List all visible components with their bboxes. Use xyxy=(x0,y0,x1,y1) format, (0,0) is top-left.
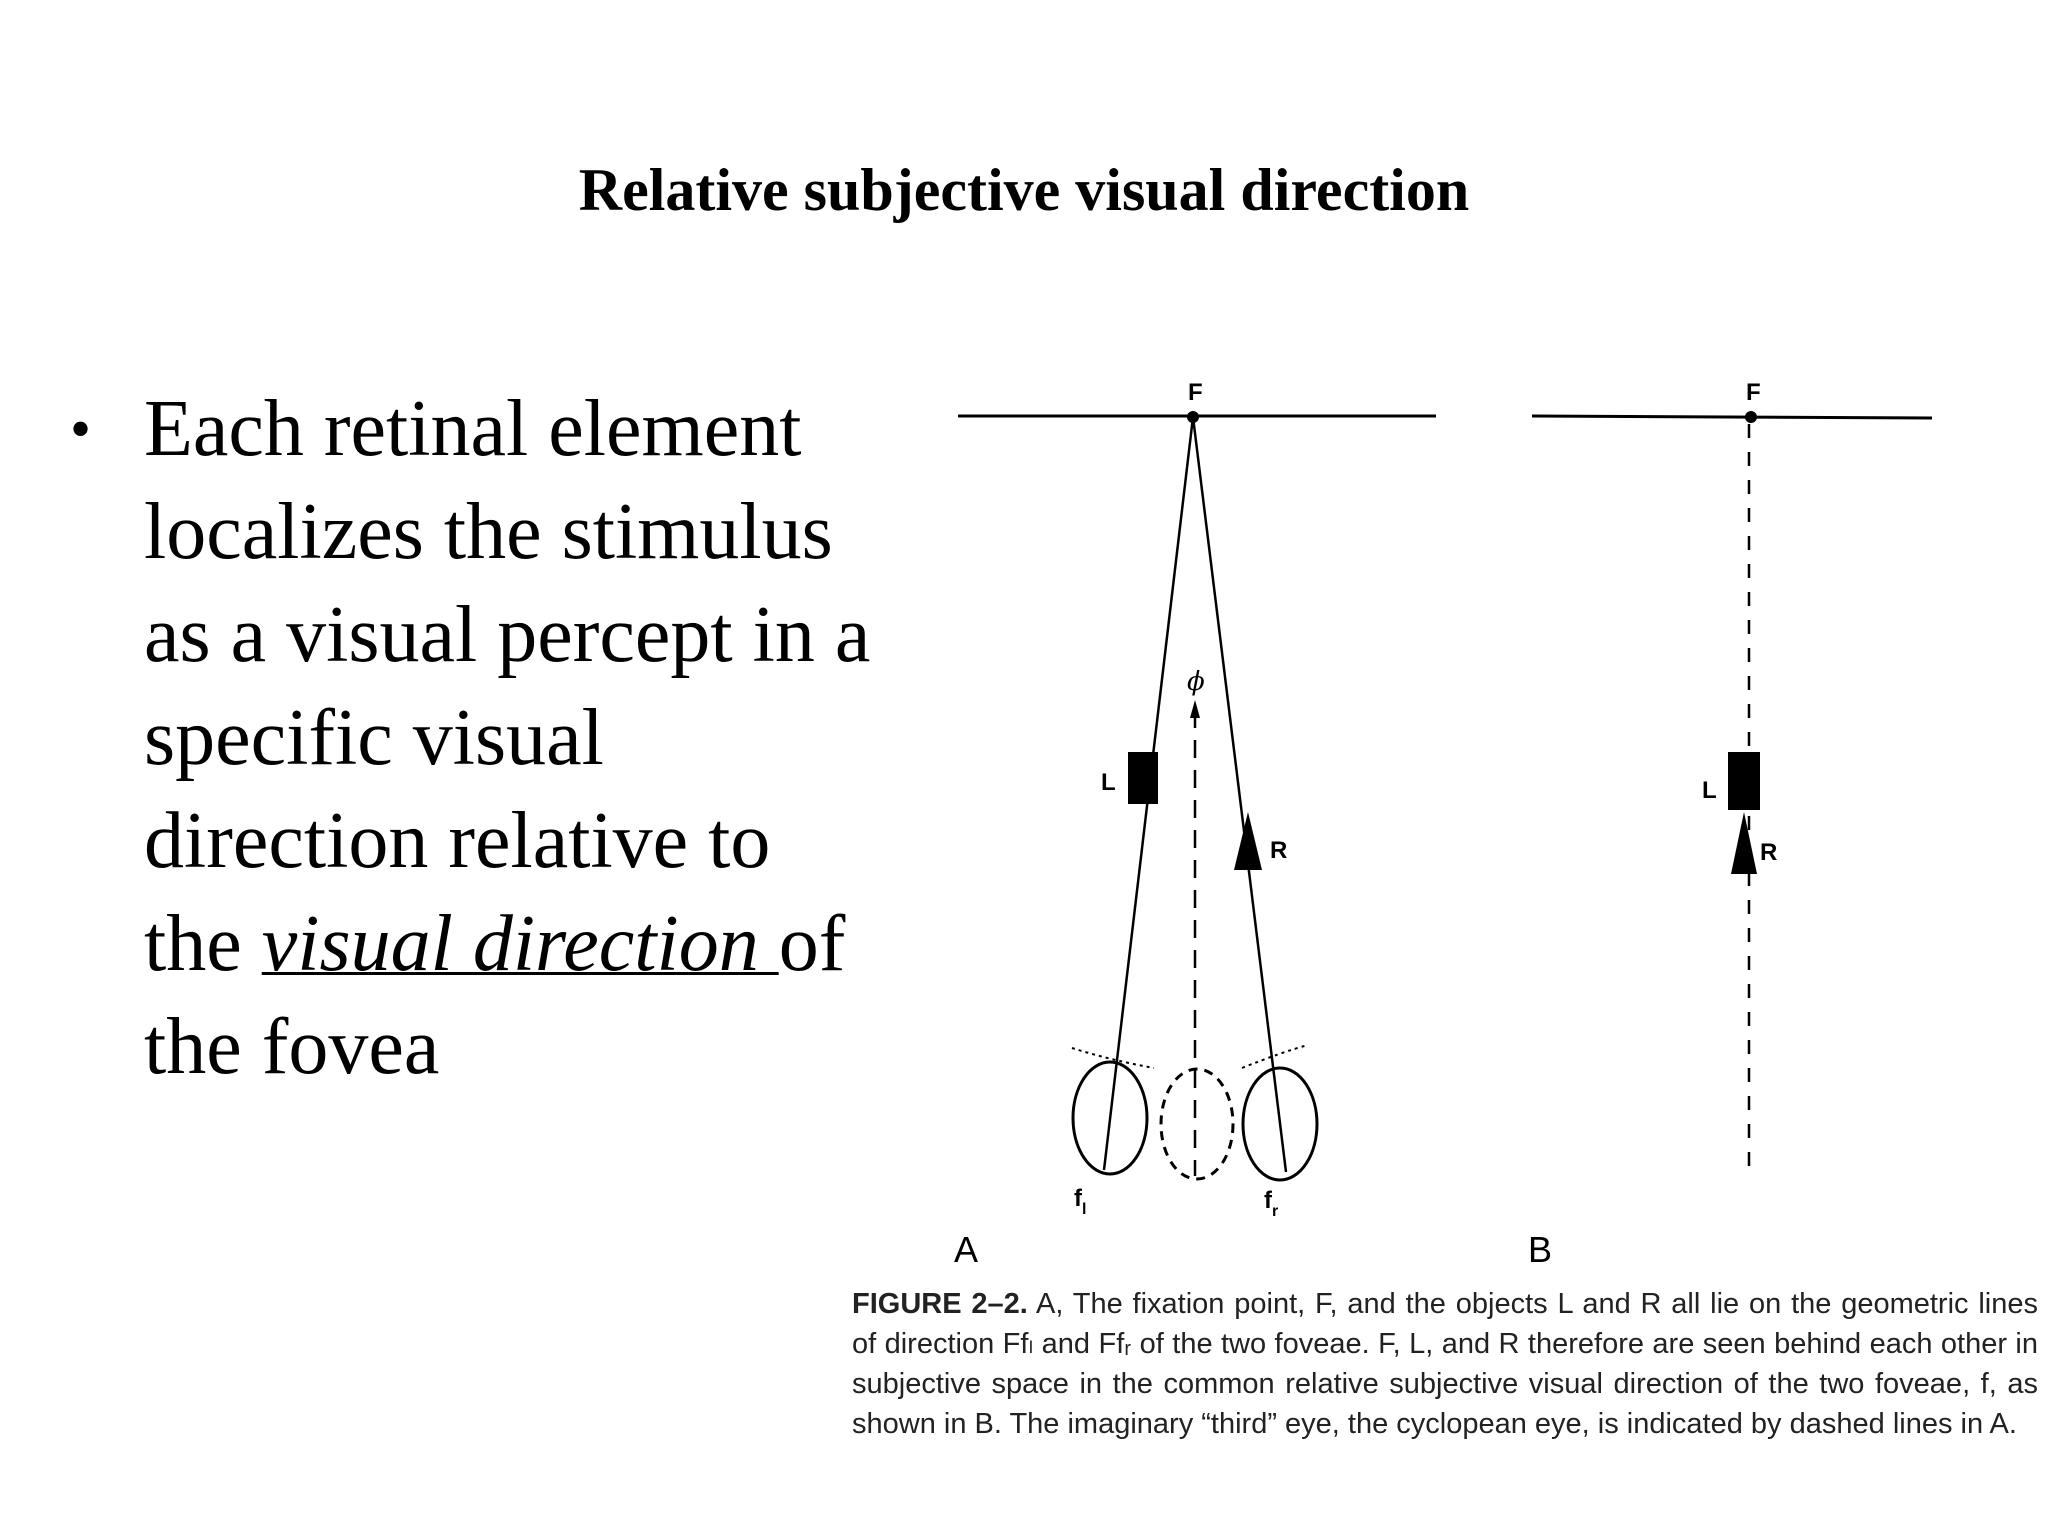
right-eye-plane xyxy=(1241,1044,1309,1069)
caption-label: FIGURE 2–2. xyxy=(852,1288,1028,1320)
panel-a: F ϕ L R fl fr A xyxy=(954,379,1436,1270)
left-eye-plane xyxy=(1071,1047,1155,1069)
object-l-label-b: L xyxy=(1702,777,1717,804)
cyclopean-arrowhead xyxy=(1190,700,1200,718)
left-eye xyxy=(1071,1060,1149,1176)
bullet-text: Each retinal element localizes the stimu… xyxy=(144,378,884,1099)
bullet-emphasis: visual direction xyxy=(261,900,779,988)
panel-b: F L R B xyxy=(1528,379,1933,1270)
panel-label-a: A xyxy=(954,1229,978,1270)
caption-text: A, The fixation point, F, and the object… xyxy=(852,1288,2038,1440)
fixation-plane-b xyxy=(1531,414,1933,420)
right-line-of-direction xyxy=(1191,416,1288,1173)
object-l-a xyxy=(1128,752,1158,804)
cyclopean-label: ϕ xyxy=(1187,667,1205,697)
object-r-b xyxy=(1731,812,1757,874)
object-l-label-a: L xyxy=(1101,769,1116,796)
object-r-a xyxy=(1234,812,1262,870)
panel-label-b: B xyxy=(1528,1229,1552,1270)
fovea-left-label: fl xyxy=(1074,1185,1086,1218)
fixation-label-b: F xyxy=(1746,379,1761,406)
bullet-text-start: Each retinal element localizes the stimu… xyxy=(144,385,871,988)
bullet-marker: • xyxy=(70,396,92,462)
object-l-b xyxy=(1728,752,1760,810)
fovea-right-label: fr xyxy=(1264,1187,1278,1220)
figure-diagram: F ϕ L R fl fr A F L R B xyxy=(954,379,1933,1270)
fixation-label-a: F xyxy=(1188,379,1203,406)
object-r-label-a: R xyxy=(1270,837,1287,864)
cyclopean-eye xyxy=(1159,1067,1235,1181)
bullet-text-end: of the fovea xyxy=(144,900,846,1091)
right-eye xyxy=(1241,1066,1319,1182)
fixation-point-b xyxy=(1745,411,1757,423)
slide-title: Relative subjective visual direction xyxy=(578,157,1470,223)
figure-caption: FIGURE 2–2. A, The fixation point, F, an… xyxy=(852,1284,2038,1444)
object-r-label-b: R xyxy=(1760,839,1777,866)
